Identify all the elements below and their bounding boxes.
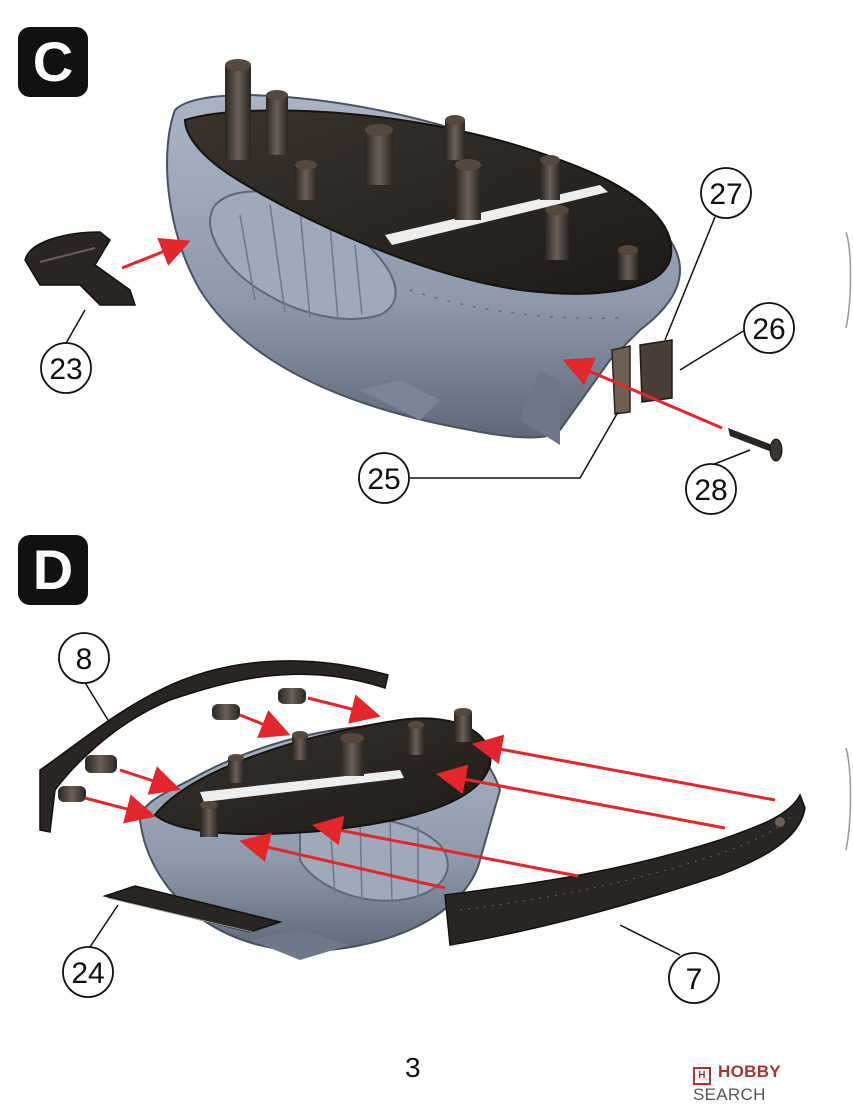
part-7-shape bbox=[444, 793, 806, 946]
edge-mark-bottom bbox=[845, 747, 852, 851]
arrow-d-8 bbox=[239, 832, 446, 890]
callout-27: 27 bbox=[700, 167, 752, 219]
part-25-shape bbox=[611, 345, 631, 415]
arrow-d-7 bbox=[312, 815, 579, 878]
callout-24: 24 bbox=[62, 946, 114, 998]
watermark-suffix: SEARCH bbox=[693, 1085, 766, 1104]
svg-text:26: 26 bbox=[752, 313, 785, 346]
svg-text:27: 27 bbox=[709, 178, 742, 211]
svg-text:25: 25 bbox=[367, 463, 400, 496]
svg-text:24: 24 bbox=[71, 957, 104, 990]
part-24-shape bbox=[102, 885, 283, 933]
svg-text:23: 23 bbox=[49, 353, 82, 386]
watermark-logo-icon: H bbox=[693, 1067, 711, 1085]
svg-text:28: 28 bbox=[694, 474, 727, 507]
arrow-d-1 bbox=[119, 766, 181, 795]
arrow-d-2 bbox=[84, 794, 156, 824]
svg-text:8: 8 bbox=[76, 643, 93, 676]
callout-23: 23 bbox=[40, 342, 92, 394]
arrow-d-5 bbox=[472, 734, 776, 802]
callout-25: 25 bbox=[358, 452, 410, 504]
edge-mark-top bbox=[845, 231, 852, 329]
watermark-brand: HOBBY bbox=[718, 1062, 781, 1081]
part-23-shape bbox=[24, 231, 137, 306]
page-number: 3 bbox=[405, 1052, 421, 1083]
arrow-28-to-hull bbox=[562, 357, 723, 430]
svg-text:7: 7 bbox=[686, 963, 703, 996]
part-28-shape bbox=[728, 428, 783, 462]
arrow-d-6 bbox=[436, 764, 726, 830]
step-d-hull bbox=[138, 708, 502, 960]
callout-26: 26 bbox=[743, 302, 795, 354]
arrow-d-3 bbox=[239, 710, 291, 739]
step-c-badge: C bbox=[18, 27, 88, 97]
part-8-shape bbox=[39, 660, 389, 833]
step-d-badge: D bbox=[18, 535, 88, 605]
watermark: H HOBBY SEARCH bbox=[693, 1062, 853, 1105]
step-c-hull bbox=[166, 59, 681, 445]
callout-7: 7 bbox=[668, 952, 720, 1004]
arrow-23-to-hull bbox=[121, 237, 191, 270]
arrow-d-4 bbox=[307, 694, 381, 724]
part-27-shape bbox=[639, 339, 673, 403]
callout-28: 28 bbox=[685, 463, 737, 515]
callout-8: 8 bbox=[58, 632, 110, 684]
